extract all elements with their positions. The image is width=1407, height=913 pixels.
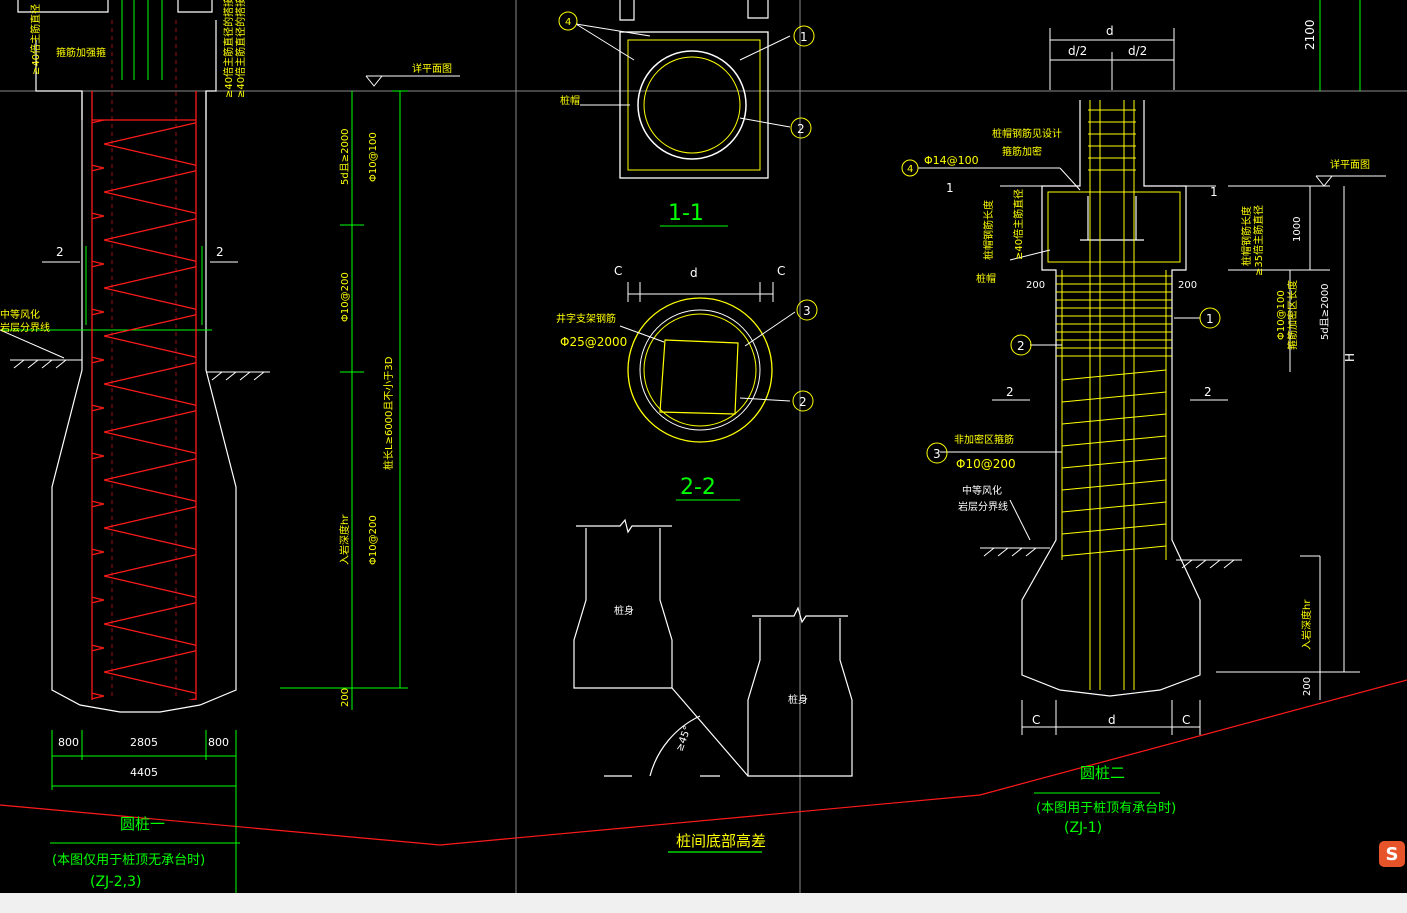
dim-200: 200	[340, 688, 351, 707]
side-vertical-1: 桩帽钢筋长度	[1240, 206, 1253, 266]
pile-cap-label-right: 桩帽	[976, 272, 996, 285]
dim-200-a: 200	[1026, 280, 1045, 291]
red-boundary-line	[0, 679, 1407, 846]
hoop-dense-length: 箍筋加密区长度	[1286, 280, 1299, 350]
dim-5d-right: 5d且≥2000	[1319, 283, 1331, 340]
hoop-dense-spec: Φ10@100	[1276, 290, 1287, 340]
dim-800-right: 800	[208, 736, 229, 749]
ime-logo-icon[interactable]: S	[1379, 841, 1405, 867]
pile-length-label: 桩长L≥6000且不小于3D	[382, 356, 395, 470]
dim-c-bottom-right: C	[1182, 713, 1190, 727]
section-1-1-drawing	[558, 0, 815, 227]
circle-marker-1-right: 1	[1206, 312, 1214, 326]
section-mark-2-left: 2	[56, 245, 64, 259]
dim-d: d	[690, 266, 698, 280]
rock-label-1: 中等风化	[0, 308, 40, 321]
section-2-left-right: 2	[1006, 385, 1014, 399]
level-label: 详平面图	[412, 62, 452, 75]
dim-c-left: C	[614, 264, 622, 278]
circle-marker-1: 1	[800, 30, 808, 44]
pile-one-code: (ZJ-2,3)	[90, 874, 141, 890]
section-1-1-title: 1-1	[668, 201, 704, 226]
dim-2100: 2100	[1303, 19, 1317, 50]
cad-drawing-canvas[interactable]: ≥40倍主筋直径 箍筋加强箍 ≥40倍主筋直径的搭接长度 ≥40倍主筋直径的搭接…	[0, 0, 1407, 893]
rock-label-2: 岩层分界线	[0, 321, 50, 334]
status-bar	[0, 893, 1407, 913]
rock-depth-label: 入岩深度hr	[338, 514, 351, 565]
dim-200-c: 200	[1302, 677, 1313, 696]
dim-H: H	[1343, 353, 1357, 362]
pile-one-title: 圆桩一	[120, 815, 165, 833]
dim-d2-left: d/2	[1068, 44, 1087, 58]
rock-depth-right: 入岩深度hr	[1300, 599, 1313, 650]
lap-length-label-2: ≥40倍主筋直径的搭接长度	[234, 0, 247, 98]
dim-d-bottom: d	[1108, 713, 1116, 727]
hoop-spec-1: Φ10@100	[368, 132, 379, 182]
circle-marker-4-right: 4	[907, 164, 913, 175]
dim-2805: 2805	[130, 736, 158, 749]
dim-c-right: C	[777, 264, 785, 278]
frame-bar-spec: Φ25@2000	[560, 335, 627, 349]
section-2-2-drawing	[619, 282, 818, 501]
bottom-height-title: 桩间底部高差	[676, 832, 766, 850]
round-pile-one-drawing	[0, 0, 460, 893]
rock-label-2-right: 岩层分界线	[958, 500, 1008, 513]
dim-4405: 4405	[130, 766, 158, 779]
pile-one-note: (本图仅用于桩顶无承台时)	[52, 853, 205, 868]
guide-lines	[0, 0, 1407, 893]
circle-marker-3-right: 3	[933, 447, 941, 461]
pile-two-title: 圆桩二	[1080, 764, 1125, 782]
cap-vertical-1: 桩帽钢筋长度	[982, 200, 995, 260]
pile-two-note: (本图用于桩顶有承台时)	[1036, 801, 1176, 816]
frame-bar-label: 井字支架钢筋	[556, 312, 616, 325]
spec-phi14: Φ14@100	[924, 154, 979, 167]
pile-cap-label: 桩帽	[560, 94, 580, 107]
hoop-spec-3: Φ10@200	[368, 515, 379, 565]
section-1-right: 1	[1210, 185, 1218, 199]
anchor-length-label: ≥40倍主筋直径	[29, 4, 42, 75]
cap-vertical-2: ≥40倍主筋直径	[1012, 189, 1025, 260]
level-label-right: 详平面图	[1330, 158, 1370, 171]
hoop-normal-label: 非加密区箍筋	[954, 433, 1014, 446]
lap-length-label-1: ≥40倍主筋直径的搭接长度	[222, 0, 235, 98]
dim-c-bottom-left: C	[1032, 713, 1040, 727]
dim-200-b: 200	[1178, 280, 1197, 291]
circle-marker-4: 4	[565, 17, 571, 28]
rock-label-1-right: 中等风化	[962, 484, 1002, 497]
circle-marker-3: 3	[803, 304, 811, 318]
dim-1000: 1000	[1292, 217, 1303, 242]
section-2-right-right: 2	[1204, 385, 1212, 399]
section-1-left: 1	[946, 181, 954, 195]
top-bar-label: 箍筋加强箍	[56, 46, 106, 59]
dim-5d: 5d且≥2000	[339, 128, 351, 185]
circle-marker-2a: 2	[797, 122, 805, 136]
angle-label: ≥45°	[674, 725, 693, 753]
circle-marker-2-right: 2	[1017, 339, 1025, 353]
pile-bottom-height-drawing	[573, 518, 853, 853]
circle-marker-2b: 2	[799, 395, 807, 409]
dim-800-left: 800	[58, 736, 79, 749]
hoop-normal-spec: Φ10@200	[956, 457, 1016, 471]
pile-two-code: (ZJ-1)	[1064, 820, 1102, 836]
hoop-dense-label: 箍筋加密	[1002, 145, 1042, 158]
section-2-2-title: 2-2	[680, 475, 716, 500]
side-vertical-2: ≥35倍主筋直径	[1252, 205, 1265, 276]
round-pile-two-drawing	[901, 0, 1386, 794]
pile-body-label-2: 桩身	[788, 693, 808, 706]
dim-d-top: d	[1106, 24, 1114, 38]
hoop-spec-2: Φ10@200	[340, 272, 351, 322]
dim-d2-right: d/2	[1128, 44, 1147, 58]
pile-body-label-1: 桩身	[614, 604, 634, 617]
section-mark-2-right: 2	[216, 245, 224, 259]
cap-bar-label: 桩帽钢筋见设计	[992, 127, 1062, 140]
